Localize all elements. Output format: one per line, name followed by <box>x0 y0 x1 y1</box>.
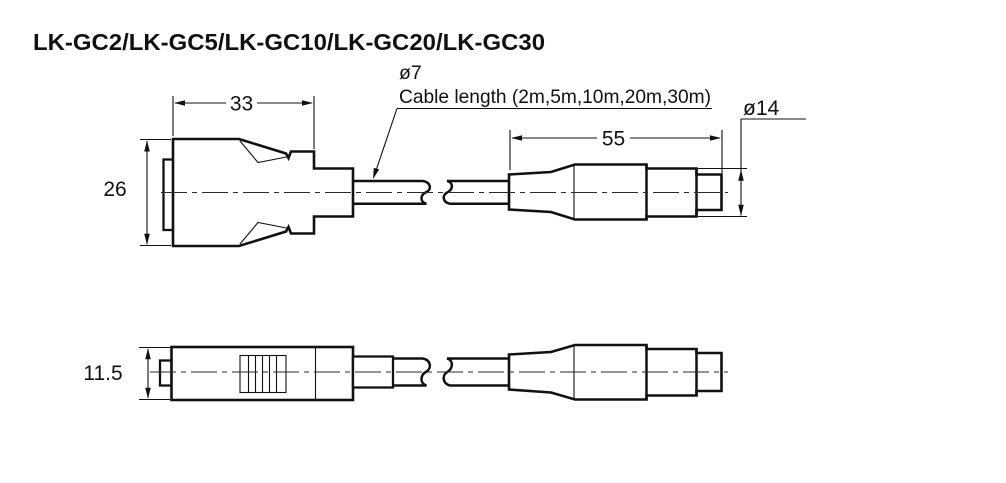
dim33-arrow-right <box>302 100 313 106</box>
dim33-arrow-left <box>174 100 185 106</box>
dim55-arrow-right <box>710 135 721 141</box>
dim55-arrow-left <box>511 135 522 141</box>
side-view-drawing: 11.5 <box>83 343 728 402</box>
cable-note-leader <box>374 108 398 173</box>
dim55-label: 55 <box>602 128 625 151</box>
connector-side-tab <box>158 359 173 387</box>
page-title: LK-GC2/LK-GC5/LK-GC10/LK-GC20/LK-GC30 <box>33 29 545 55</box>
dim14-label: ø14 <box>743 97 780 120</box>
dim14-arrow-up <box>738 169 744 181</box>
dim115-arrow-down <box>145 387 151 399</box>
bevel-detail-top <box>239 140 287 164</box>
grip-panel-ribs <box>247 355 278 393</box>
cable-diameter-label: ø7 <box>399 62 422 84</box>
front-view-drawing: 33 26 ø7 Cable length (2m,5m,10m,20m,30m… <box>103 62 806 248</box>
side-cable-left-segment <box>393 357 432 387</box>
dim26-label: 26 <box>103 178 126 201</box>
dim26-arrow-up <box>144 140 150 152</box>
dim26-arrow-down <box>144 233 150 245</box>
dim33-label: 33 <box>230 93 253 116</box>
cable-note-leader-arrow <box>373 167 380 179</box>
dim14-arrow-down <box>738 204 744 216</box>
bevel-detail-bottom <box>239 221 287 245</box>
dim115-label: 11.5 <box>83 362 122 385</box>
dim115-arrow-up <box>145 348 151 360</box>
cable-length-note: Cable length (2m,5m,10m,20m,30m) <box>399 86 711 108</box>
cable-right-segment <box>442 179 509 206</box>
